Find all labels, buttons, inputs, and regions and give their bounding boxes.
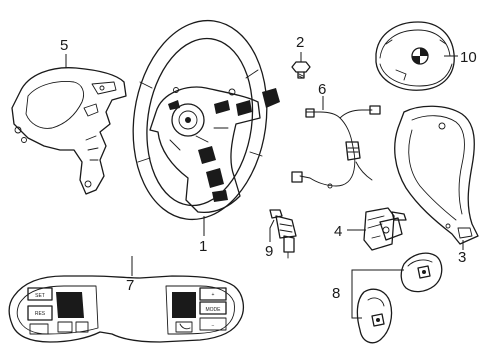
lower-trim-cover (394, 105, 479, 245)
callout-labels: 5 1 2 10 6 3 4 9 7 8 (60, 34, 477, 302)
set-button-label: SET (35, 293, 45, 299)
callout-2: 2 (296, 34, 304, 51)
callout-5: 5 (60, 37, 68, 54)
leader-lines (65, 52, 464, 319)
switch-bezel: SET RES + MODE − (8, 275, 245, 343)
callout-3: 3 (458, 249, 466, 266)
callout-10: 10 (460, 49, 477, 66)
clockspring-connector (363, 207, 407, 251)
callout-8: 8 (332, 285, 340, 302)
paddle-shifters (356, 252, 443, 344)
plus-button-label: + (212, 292, 215, 298)
wiring-harness (291, 105, 381, 189)
rear-trim-cover (11, 67, 127, 195)
mode-button-label: MODE (206, 307, 222, 313)
steering-wheel (132, 19, 280, 221)
airbag-module (375, 21, 455, 91)
bolt (291, 61, 311, 79)
callout-7: 7 (126, 277, 134, 294)
minus-button-label: − (212, 323, 215, 329)
callout-4: 4 (334, 223, 342, 240)
callout-9: 9 (265, 243, 273, 260)
res-button-label: RES (35, 311, 46, 317)
callout-1: 1 (199, 238, 207, 255)
callout-6: 6 (318, 81, 326, 98)
sensor-plug (269, 209, 297, 259)
